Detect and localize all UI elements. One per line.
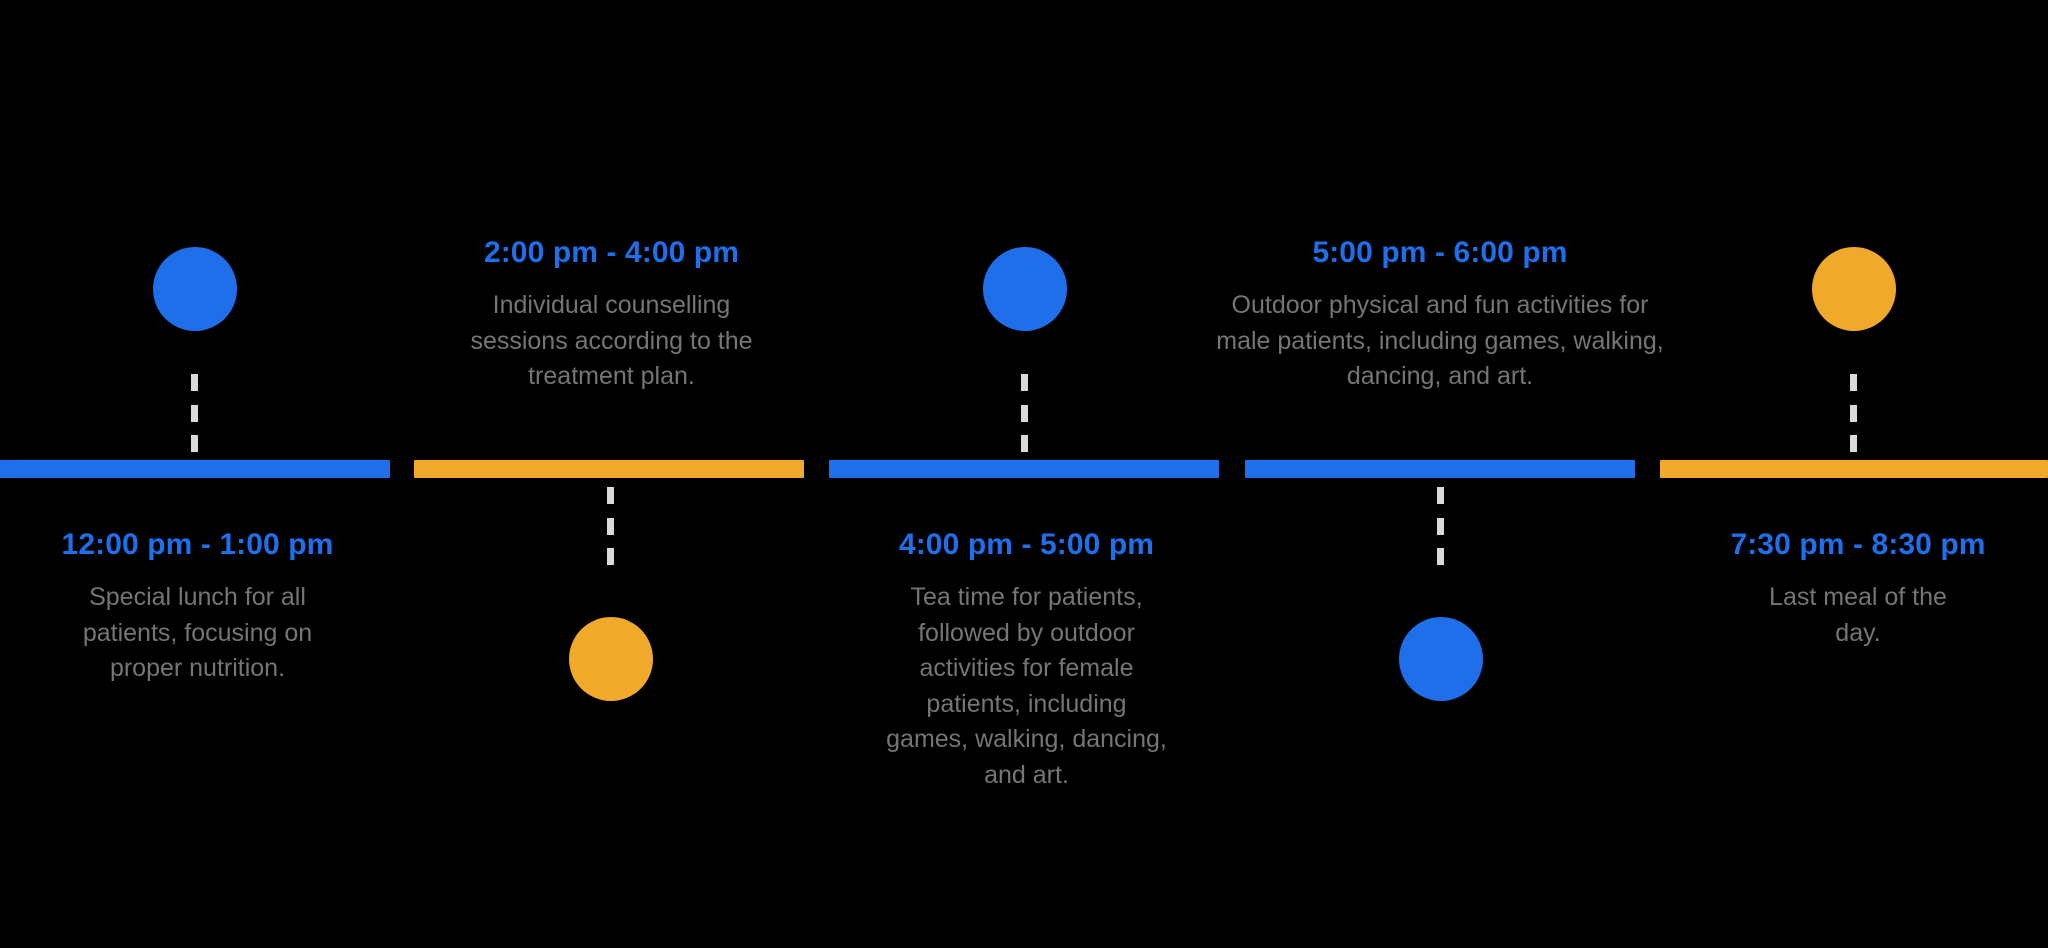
segment-node-circle-5[interactable] — [1812, 247, 1896, 331]
segment-text-4: 5:00 pm - 6:00 pm Outdoor physical and f… — [1215, 235, 1665, 395]
segment-node-circle-3[interactable] — [983, 247, 1067, 331]
segment-time-label-1: 12:00 pm - 1:00 pm — [61, 528, 334, 561]
segment-time-label-2: 2:00 pm - 4:00 pm — [483, 236, 740, 269]
segment-time-label-3: 4:00 pm - 5:00 pm — [898, 528, 1155, 561]
connector-dash — [1021, 404, 1028, 422]
connector-dash — [1850, 404, 1857, 422]
segment-bar-2 — [414, 460, 804, 478]
segment-connector-2 — [607, 487, 614, 565]
segment-connector-3 — [1021, 374, 1028, 452]
connector-dash — [1021, 374, 1028, 391]
connector-dash — [607, 548, 614, 565]
connector-dash — [607, 517, 614, 535]
segment-time-label-4: 5:00 pm - 6:00 pm — [1312, 236, 1568, 269]
segment-text-2: 2:00 pm - 4:00 pm Individual counselling… — [424, 235, 799, 395]
segment-description-1: Special lunch for all patients, focusing… — [82, 583, 313, 683]
segment-bar-3 — [829, 460, 1219, 478]
segment-bar-4 — [1245, 460, 1635, 478]
segment-bar-5 — [1660, 460, 2048, 478]
connector-dash — [191, 374, 198, 391]
segment-text-1: 12:00 pm - 1:00 pm Special lunch for all… — [10, 527, 385, 687]
connector-dash — [1437, 487, 1444, 504]
segment-description-4: Outdoor physical and fun activities for … — [1216, 291, 1664, 391]
segment-description-5: Last meal of the day. — [1769, 583, 1947, 647]
connector-dash — [1850, 435, 1857, 452]
segment-text-5: 7:30 pm - 8:30 pm Last meal of the day. — [1668, 527, 2048, 651]
connector-dash — [1021, 435, 1028, 452]
segment-text-3: 4:00 pm - 5:00 pm Tea time for patients,… — [839, 527, 1214, 793]
segment-bar-1 — [0, 460, 390, 478]
segment-connector-5 — [1850, 374, 1857, 452]
segment-node-circle-1[interactable] — [153, 247, 237, 331]
connector-dash — [191, 435, 198, 452]
segment-node-circle-4[interactable] — [1399, 617, 1483, 701]
segment-node-circle-2[interactable] — [569, 617, 653, 701]
connector-dash — [1437, 548, 1444, 565]
connector-dash — [1437, 517, 1444, 535]
segment-connector-4 — [1437, 487, 1444, 565]
segment-description-3: Tea time for patients, followed by outdo… — [886, 583, 1167, 789]
connector-dash — [607, 487, 614, 504]
segment-time-label-5: 7:30 pm - 8:30 pm — [1730, 528, 1986, 561]
connector-dash — [1850, 374, 1857, 391]
segment-description-2: Individual counselling sessions accordin… — [470, 291, 753, 391]
segment-connector-1 — [191, 374, 198, 452]
connector-dash — [191, 404, 198, 422]
